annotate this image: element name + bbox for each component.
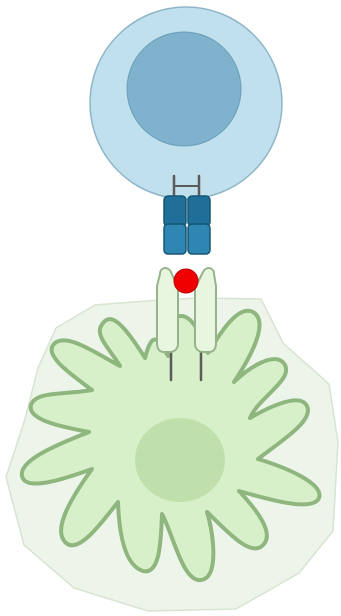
antigen-dot-icon bbox=[174, 269, 198, 293]
dendritic-cell-nucleus bbox=[135, 418, 225, 502]
tcr-left-lower-domain bbox=[164, 224, 186, 254]
tcr-left-upper-domain bbox=[164, 196, 186, 226]
t-cell-nucleus bbox=[127, 32, 241, 146]
tcr-right-upper-domain bbox=[188, 196, 210, 226]
tcr-right-lower-domain bbox=[188, 224, 210, 254]
t-cell-icon bbox=[90, 7, 282, 199]
